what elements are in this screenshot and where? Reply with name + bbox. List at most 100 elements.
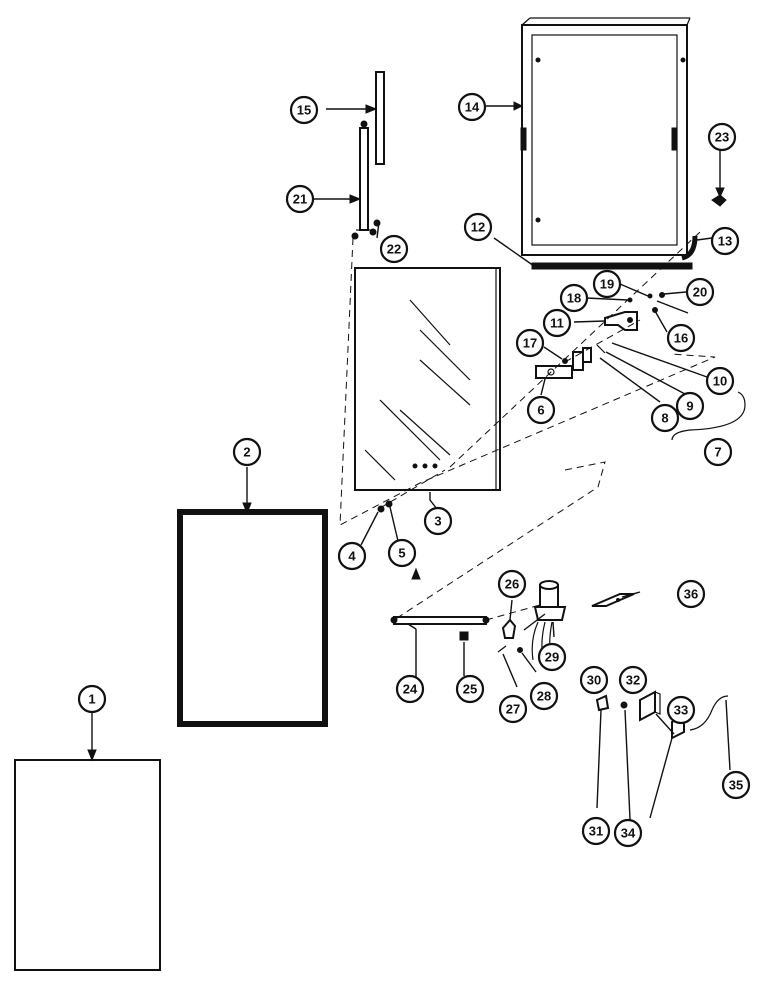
callout-label: 23 bbox=[715, 130, 729, 145]
callout-circle bbox=[77, 684, 107, 714]
callout-circle bbox=[497, 569, 527, 599]
part-22-strip bbox=[375, 71, 385, 165]
callout-circle bbox=[395, 674, 425, 704]
callout-label: 5 bbox=[398, 546, 405, 561]
callout-label: 3 bbox=[434, 514, 441, 529]
part-28-washer bbox=[517, 647, 523, 653]
callout-13: 13 bbox=[710, 226, 740, 256]
callout-label: 9 bbox=[686, 399, 693, 414]
callout-33: 33 bbox=[666, 695, 696, 725]
callout-label: 2 bbox=[243, 445, 250, 460]
part-7-assembly-brace bbox=[671, 391, 746, 441]
callout-32: 32 bbox=[618, 665, 648, 695]
callout-label: 24 bbox=[403, 682, 418, 697]
callout-17: 17 bbox=[515, 328, 545, 358]
callout-29: 29 bbox=[537, 642, 567, 672]
callout-circle bbox=[707, 122, 737, 152]
callout-label: 27 bbox=[506, 702, 520, 717]
assembly-dashed-lines bbox=[339, 231, 716, 621]
callout-circle bbox=[537, 642, 567, 672]
callout-11: 11 bbox=[542, 308, 572, 338]
part-8-hinge-pin bbox=[572, 347, 592, 371]
callout-circle bbox=[613, 818, 643, 848]
callout-12: 12 bbox=[463, 212, 493, 242]
callout-circle bbox=[676, 579, 706, 609]
callout-22: 22 bbox=[379, 234, 409, 264]
callout-circle bbox=[705, 366, 735, 396]
callout-circle bbox=[666, 695, 696, 725]
callout-label: 17 bbox=[523, 336, 537, 351]
callout-label: 32 bbox=[626, 673, 640, 688]
callout-circle bbox=[423, 506, 453, 536]
callout-35: 35 bbox=[721, 770, 751, 800]
part-25-nut bbox=[459, 631, 469, 641]
callout-label: 34 bbox=[621, 826, 636, 841]
callout-15: 15 bbox=[289, 95, 319, 125]
callout-circle bbox=[703, 437, 733, 467]
callout-label: 7 bbox=[714, 445, 721, 460]
callout-16: 16 bbox=[666, 323, 696, 353]
callout-label: 35 bbox=[729, 778, 743, 793]
callout-label: 8 bbox=[661, 411, 668, 426]
callout-circle bbox=[579, 665, 609, 695]
part-26-clip bbox=[501, 618, 517, 639]
callout-circle bbox=[592, 269, 622, 299]
callout-label: 36 bbox=[684, 587, 698, 602]
part-5-screw bbox=[385, 500, 393, 508]
callout-1: 1 bbox=[77, 684, 107, 714]
callout-21: 21 bbox=[285, 184, 315, 214]
callout-36: 36 bbox=[676, 579, 706, 609]
part-3-glass-panel bbox=[354, 267, 501, 491]
callout-circle bbox=[710, 226, 740, 256]
callout-label: 10 bbox=[713, 374, 727, 389]
callout-circle bbox=[285, 184, 315, 214]
callout-circle bbox=[581, 816, 611, 846]
callout-34: 34 bbox=[613, 818, 643, 848]
callout-label: 31 bbox=[589, 824, 603, 839]
callout-circle bbox=[379, 234, 409, 264]
callout-circle bbox=[387, 538, 417, 568]
part-31-clip bbox=[595, 694, 610, 712]
part-34-nut bbox=[620, 701, 628, 709]
callout-label: 25 bbox=[463, 682, 477, 697]
callout-7: 7 bbox=[703, 437, 733, 467]
callout-2: 2 bbox=[232, 437, 262, 467]
callout-label: 16 bbox=[674, 331, 688, 346]
callout-26: 26 bbox=[497, 569, 527, 599]
callout-14: 14 bbox=[457, 92, 487, 122]
part-19-screw bbox=[647, 293, 653, 299]
callout-31: 31 bbox=[581, 816, 611, 846]
callout-27: 27 bbox=[498, 694, 528, 724]
callout-label: 18 bbox=[567, 291, 581, 306]
callout-circle bbox=[559, 283, 589, 313]
callout-circle bbox=[457, 92, 487, 122]
callout-label: 28 bbox=[537, 689, 551, 704]
callout-label: 11 bbox=[550, 316, 564, 331]
callout-4: 4 bbox=[337, 541, 367, 571]
callout-label: 33 bbox=[674, 703, 688, 718]
part-15-washer bbox=[652, 307, 658, 313]
callout-18: 18 bbox=[559, 283, 589, 313]
callout-8: 8 bbox=[650, 403, 680, 433]
callout-25: 25 bbox=[455, 674, 485, 704]
callout-circle bbox=[675, 391, 705, 421]
part-29-socket bbox=[531, 580, 567, 661]
callout-circle bbox=[526, 395, 556, 425]
callout-circle bbox=[529, 681, 559, 711]
callout-23: 23 bbox=[707, 122, 737, 152]
part-12-bottom-strip bbox=[531, 262, 693, 270]
callout-6: 6 bbox=[526, 395, 556, 425]
callout-10: 10 bbox=[705, 366, 735, 396]
callout-circle bbox=[232, 437, 262, 467]
callout-circle bbox=[337, 541, 367, 571]
part-20-screw-a bbox=[351, 232, 359, 240]
part-14-door-frame bbox=[520, 17, 691, 256]
part-24-bar bbox=[390, 616, 490, 625]
callout-30: 30 bbox=[579, 665, 609, 695]
callout-label: 13 bbox=[718, 234, 732, 249]
callout-5: 5 bbox=[387, 538, 417, 568]
part-13-clip bbox=[681, 235, 698, 261]
callout-label: 15 bbox=[297, 103, 311, 118]
